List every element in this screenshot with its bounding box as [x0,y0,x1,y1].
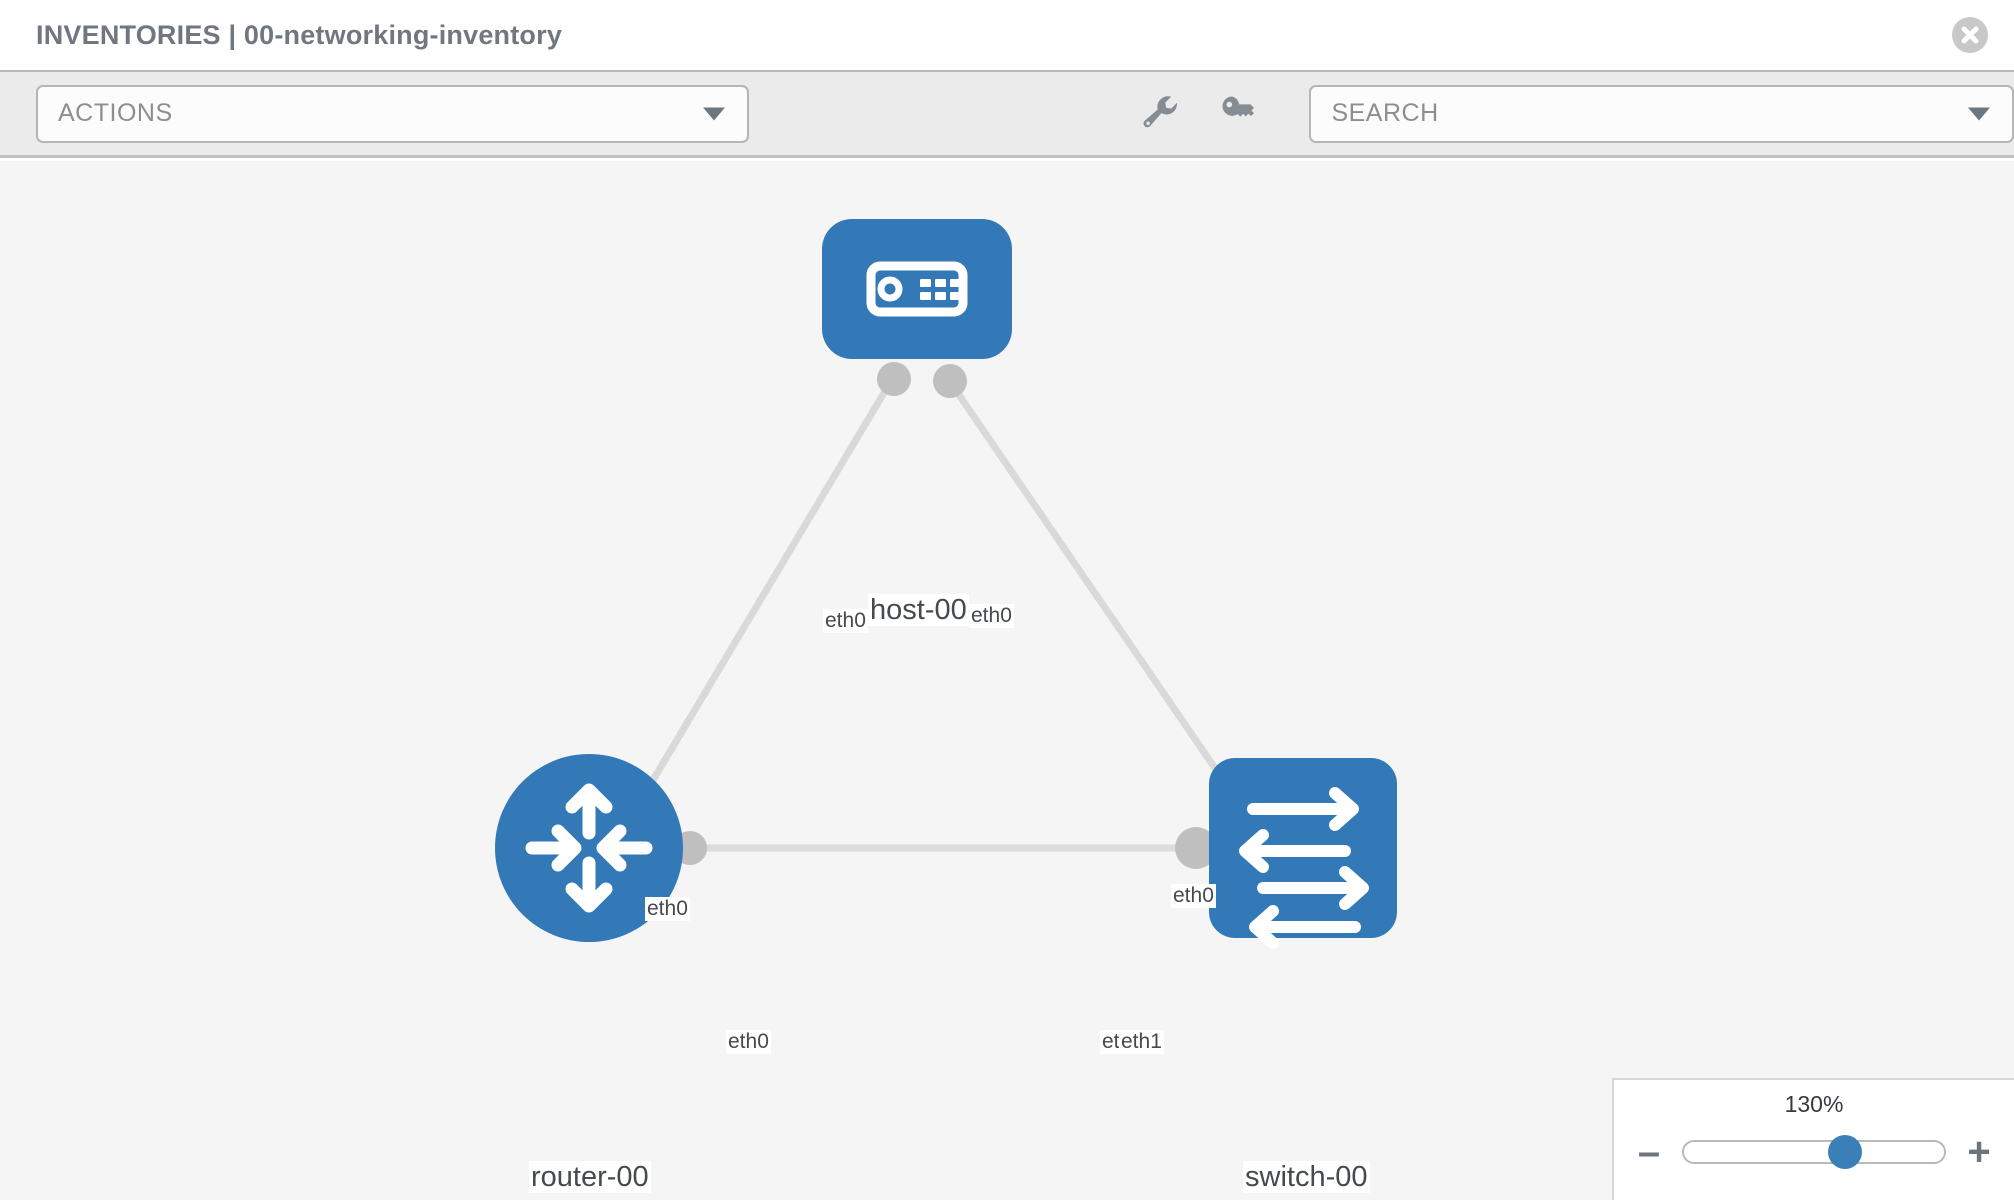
node-switch-00 [1209,758,1397,949]
router-right-iface-label: eth0 [726,1030,771,1055]
host-00-label: host-00 [868,594,969,627]
router-00-label: router-00 [529,1161,651,1194]
topology-canvas[interactable]: host-00 router-00 switch-00 eth0 eth0 et… [0,161,2014,1200]
zoom-in-button[interactable]: + [1967,1130,1991,1174]
topology-links [621,374,1246,852]
toolbar: ACTIONS SEARCH [0,70,2014,158]
switch-up-iface-label: eth0 [1171,884,1216,909]
host-right-iface-label: eth0 [969,604,1014,629]
page-header: INVENTORIES | 00-networking-inventory [0,0,2014,70]
zoom-out-button[interactable]: – [1637,1130,1661,1174]
search-placeholder: SEARCH [1331,99,1439,127]
chevron-down-icon [703,107,726,120]
close-icon[interactable] [1952,17,1988,53]
toolbar-icon-group [1139,93,1261,135]
switch-left-connector [1175,827,1217,869]
router-up-iface-label: eth0 [645,897,690,922]
link-host-switch [943,374,1246,811]
page-title: INVENTORIES | 00-networking-inventory [36,19,563,50]
node-router-00 [495,754,683,942]
switch-left-iface-label-b: eth1 [1119,1030,1164,1055]
host-right-connector [933,364,967,398]
zoom-control-panel: 130% – + [1612,1078,2014,1200]
node-host-00 [822,219,1012,359]
host-left-connector [877,362,911,396]
host-left-iface-label: eth0 [823,609,868,634]
key-icon[interactable] [1219,93,1261,135]
zoom-slider-thumb[interactable] [1828,1135,1863,1169]
actions-dropdown-label: ACTIONS [58,99,173,127]
actions-dropdown[interactable]: ACTIONS [36,84,750,143]
switch-arrows-icon [1239,787,1369,949]
chevron-down-icon[interactable] [1968,107,1990,120]
switch-00-label: switch-00 [1243,1161,1370,1194]
link-host-router [621,374,898,829]
server-power-dot [877,276,903,302]
server-led-grid [920,279,961,300]
wrench-icon[interactable] [1139,93,1181,135]
zoom-level-value: 130% [1784,1091,1844,1117]
zoom-slider-row: – + [1614,1130,2014,1174]
router-arrows-icon [525,783,653,913]
server-appliance-icon [866,261,968,317]
search-input[interactable]: SEARCH [1309,84,2014,143]
topology-graph [495,219,1397,949]
zoom-slider-track[interactable] [1682,1135,1946,1169]
